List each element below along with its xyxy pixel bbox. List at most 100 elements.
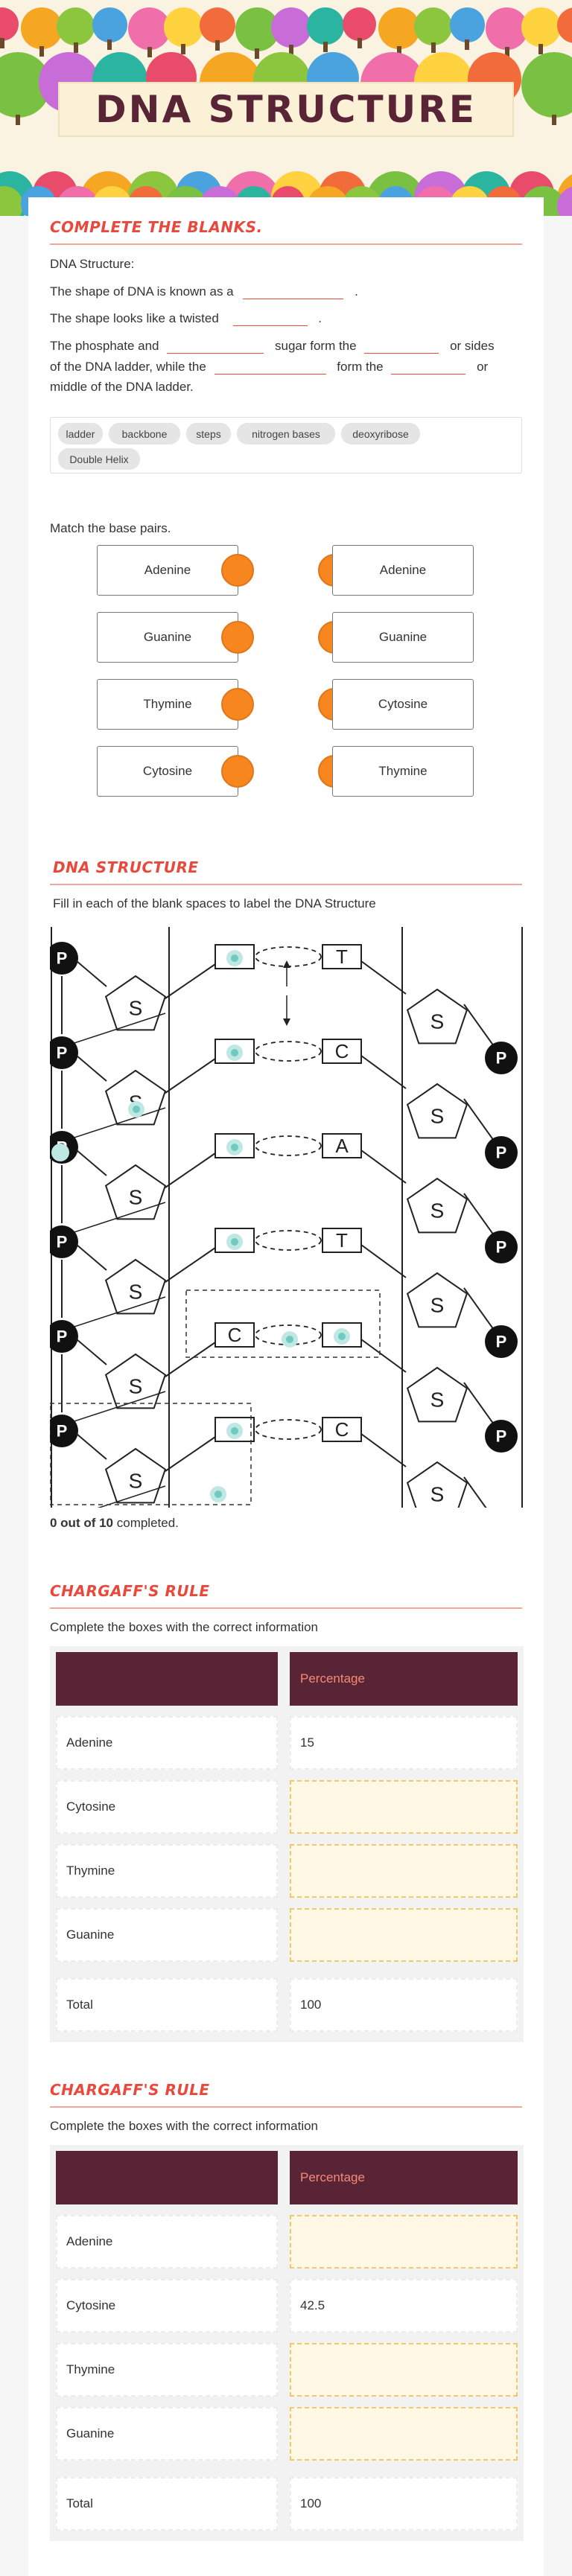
- dna-rows: PSTSPPSCSPPSASPPSTSPPSCSPPSCS: [50, 942, 518, 1508]
- tree-icon: [450, 7, 485, 42]
- blank-input-sides[interactable]: [364, 340, 439, 354]
- match-left-handle[interactable]: [221, 621, 254, 654]
- matching-instruction: Match the base pairs.: [50, 521, 171, 535]
- sugar-pentagon: [406, 988, 468, 1045]
- drop-target-icon[interactable]: [51, 1144, 69, 1161]
- percentage-input[interactable]: [290, 2407, 518, 2461]
- match-left-handle[interactable]: [221, 688, 254, 721]
- progress-count: 0 out of 10: [50, 1516, 114, 1530]
- blank-input-twisted[interactable]: [232, 313, 308, 326]
- match-right-item[interactable]: Adenine: [332, 545, 474, 596]
- tree-icon: [92, 7, 127, 42]
- drop-target-core[interactable]: [338, 1333, 346, 1340]
- base-box-right[interactable]: [322, 944, 362, 969]
- phosphate-circle: [50, 1036, 78, 1069]
- percentage-input[interactable]: [290, 1780, 518, 1834]
- table-row-label: Guanine: [56, 1908, 278, 1962]
- percentage-input[interactable]: [290, 1908, 518, 1962]
- word-chip[interactable]: Double Helix: [58, 448, 140, 470]
- table-header-cell: [56, 2151, 278, 2204]
- sugar-label: S: [129, 1186, 143, 1209]
- percentage-input[interactable]: [290, 2343, 518, 2397]
- drop-target-core[interactable]: [231, 1427, 238, 1435]
- match-right-item[interactable]: Thymine: [332, 746, 474, 797]
- base-box-right[interactable]: [322, 1417, 362, 1442]
- drop-target-core[interactable]: [231, 1144, 238, 1151]
- tree-trunk: [73, 42, 78, 53]
- tree-trunk: [107, 39, 112, 50]
- match-right-item[interactable]: Guanine: [332, 612, 474, 663]
- tree-trunk: [538, 43, 544, 54]
- backbone-bond: [463, 1098, 495, 1141]
- base-box-right[interactable]: [322, 1039, 362, 1064]
- section-title-blanks: COMPLETE THE BLANKS.: [50, 218, 263, 236]
- word-chip[interactable]: nitrogen bases: [237, 423, 335, 444]
- tree-trunk: [551, 114, 556, 125]
- drop-target-core[interactable]: [231, 954, 238, 962]
- word-chip[interactable]: ladder: [58, 423, 103, 444]
- sugar-pentagon: [104, 975, 167, 1031]
- header-banner: DNA STRUCTURE: [0, 0, 572, 216]
- phosphate-circle: [485, 1420, 518, 1453]
- base-box-left[interactable]: [214, 1322, 255, 1348]
- base-bond: [360, 1433, 407, 1467]
- word-chip[interactable]: backbone: [109, 423, 180, 444]
- sugar-label: S: [129, 1375, 143, 1398]
- diagram-instruction: Fill in each of the blank spaces to labe…: [53, 896, 376, 911]
- tree-icon: [21, 7, 63, 49]
- section-title-chargaff: CHARGAFF'S RULE: [50, 2081, 210, 2099]
- drop-target-core[interactable]: [231, 1049, 238, 1056]
- line4-text-a: of the DNA ladder, while the: [50, 360, 206, 374]
- phosphate-circle: [50, 942, 78, 975]
- base-label-right: T: [336, 946, 348, 968]
- table-row-label: Guanine: [56, 2407, 278, 2461]
- match-left-item[interactable]: Guanine: [97, 612, 238, 663]
- percentage-input[interactable]: [290, 1844, 518, 1898]
- hydrogen-bond: [255, 1230, 322, 1251]
- match-right-item[interactable]: Cytosine: [332, 679, 474, 730]
- phosphate-circle: [485, 1042, 518, 1074]
- backbone-bond: [76, 1055, 107, 1082]
- phosphate-label: P: [496, 1144, 507, 1162]
- sugar-pentagon: [104, 1353, 167, 1409]
- drop-target-core[interactable]: [231, 1238, 238, 1246]
- word-chip[interactable]: deoxyribose: [341, 423, 420, 444]
- blank-input-phosphate[interactable]: [167, 340, 264, 354]
- tree-trunk: [430, 42, 436, 53]
- blank-input-bases[interactable]: [214, 361, 326, 374]
- table-row-label: Adenine: [56, 1716, 278, 1770]
- blank-input-steps[interactable]: [391, 361, 466, 374]
- section-title-dna-structure: DNA STRUCTURE: [53, 858, 199, 876]
- base-bond: [360, 1244, 407, 1278]
- sugar-pentagon: [406, 1272, 468, 1328]
- match-left-item[interactable]: Thymine: [97, 679, 238, 730]
- base-label-right: A: [335, 1135, 349, 1157]
- backbone-bond: [76, 1433, 107, 1460]
- line3-text-a: The phosphate and: [50, 339, 159, 353]
- tree-icon: [343, 7, 376, 41]
- base-box-right[interactable]: [322, 1228, 362, 1253]
- phosphate-circle: [485, 1136, 518, 1169]
- blank-line-3: The phosphate and sugar form the or side…: [50, 335, 527, 357]
- word-chip[interactable]: steps: [186, 423, 231, 444]
- tree-icon: [271, 7, 311, 48]
- match-left-handle[interactable]: [221, 755, 254, 788]
- section-rule: [50, 1607, 522, 1609]
- match-left-handle[interactable]: [221, 554, 254, 587]
- page-title: DNA STRUCTURE: [95, 88, 477, 131]
- chargaff-table-2-total: Total 100: [50, 2473, 524, 2541]
- blank-input-shape[interactable]: [243, 286, 344, 299]
- tree-trunk: [39, 45, 44, 57]
- match-left-item[interactable]: Adenine: [97, 545, 238, 596]
- backbone-bond: [76, 1244, 107, 1271]
- hydrogen-bond: [255, 1419, 322, 1440]
- drop-target-core[interactable]: [133, 1106, 140, 1113]
- tree-trunk: [147, 47, 152, 57]
- drop-target-core[interactable]: [214, 1491, 222, 1498]
- match-left-item[interactable]: Cytosine: [97, 746, 238, 797]
- base-box-right[interactable]: [322, 1133, 362, 1158]
- percentage-input[interactable]: [290, 2215, 518, 2269]
- drop-target-core[interactable]: [286, 1336, 293, 1343]
- chargaff-instruction: Complete the boxes with the correct info…: [50, 1620, 319, 1634]
- table-row-value: 15: [290, 1716, 518, 1770]
